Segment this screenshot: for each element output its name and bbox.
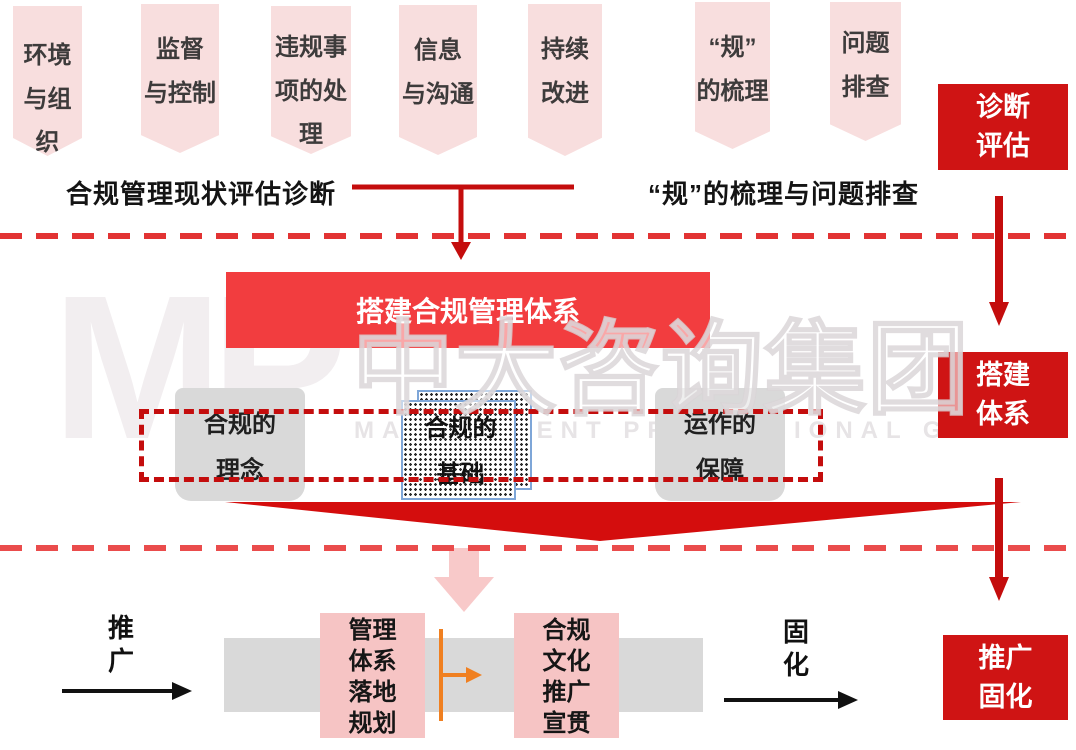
- pillar-compliance-foundation-label: 合规的 基础: [424, 415, 497, 488]
- bottom-flow-bar: [224, 638, 703, 712]
- build-compliance-system-box: 搭建合规管理体系: [226, 272, 710, 348]
- dashed-separator-top: [0, 233, 1076, 239]
- banner-rules-sorting: “规” 的梳理: [695, 2, 770, 149]
- solidify-label: 固 化: [782, 617, 809, 680]
- banner-continuous-improvement: 持续 改进: [528, 4, 602, 156]
- label-rules-sorting-problem-check: “规”的梳理与问题排查: [648, 179, 920, 209]
- step-system-implementation-planning: 管理 体系 落地 规划: [320, 613, 425, 738]
- pillar-compliance-foundation: 合规的 基础: [401, 390, 536, 508]
- pillar-operation-guarantee: 运作的 保障: [655, 388, 785, 501]
- orange-divider-line: [439, 629, 443, 721]
- banner-violation-handling: 违规事 项的处 理: [271, 6, 351, 154]
- banner-environment-organization: 环境 与组 织: [13, 6, 82, 156]
- build-compliance-system-label: 搭建合规管理体系: [355, 296, 580, 327]
- banner-problem-check: 问题 排查: [830, 2, 901, 141]
- step-culture-promotion: 合规 文化 推广 宣贯: [514, 613, 619, 738]
- dashed-separator-bottom: [0, 545, 1076, 551]
- pillar-dashed-frame: [139, 409, 823, 482]
- stage-box-promote-solidify: 推广 固化: [943, 635, 1068, 720]
- document-page-front-icon: [401, 400, 516, 500]
- stage-box-build-system: 搭建 体系: [938, 352, 1068, 438]
- label-current-status-assessment: 合规管理现状评估诊断: [66, 179, 337, 209]
- banner-supervision-control: 监督 与控制: [141, 4, 219, 153]
- promote-label: 推 广: [107, 613, 134, 676]
- banner-information-communication: 信息 与沟通: [399, 5, 477, 155]
- stage-box-diagnosis-evaluation: 诊断 评估: [938, 84, 1068, 170]
